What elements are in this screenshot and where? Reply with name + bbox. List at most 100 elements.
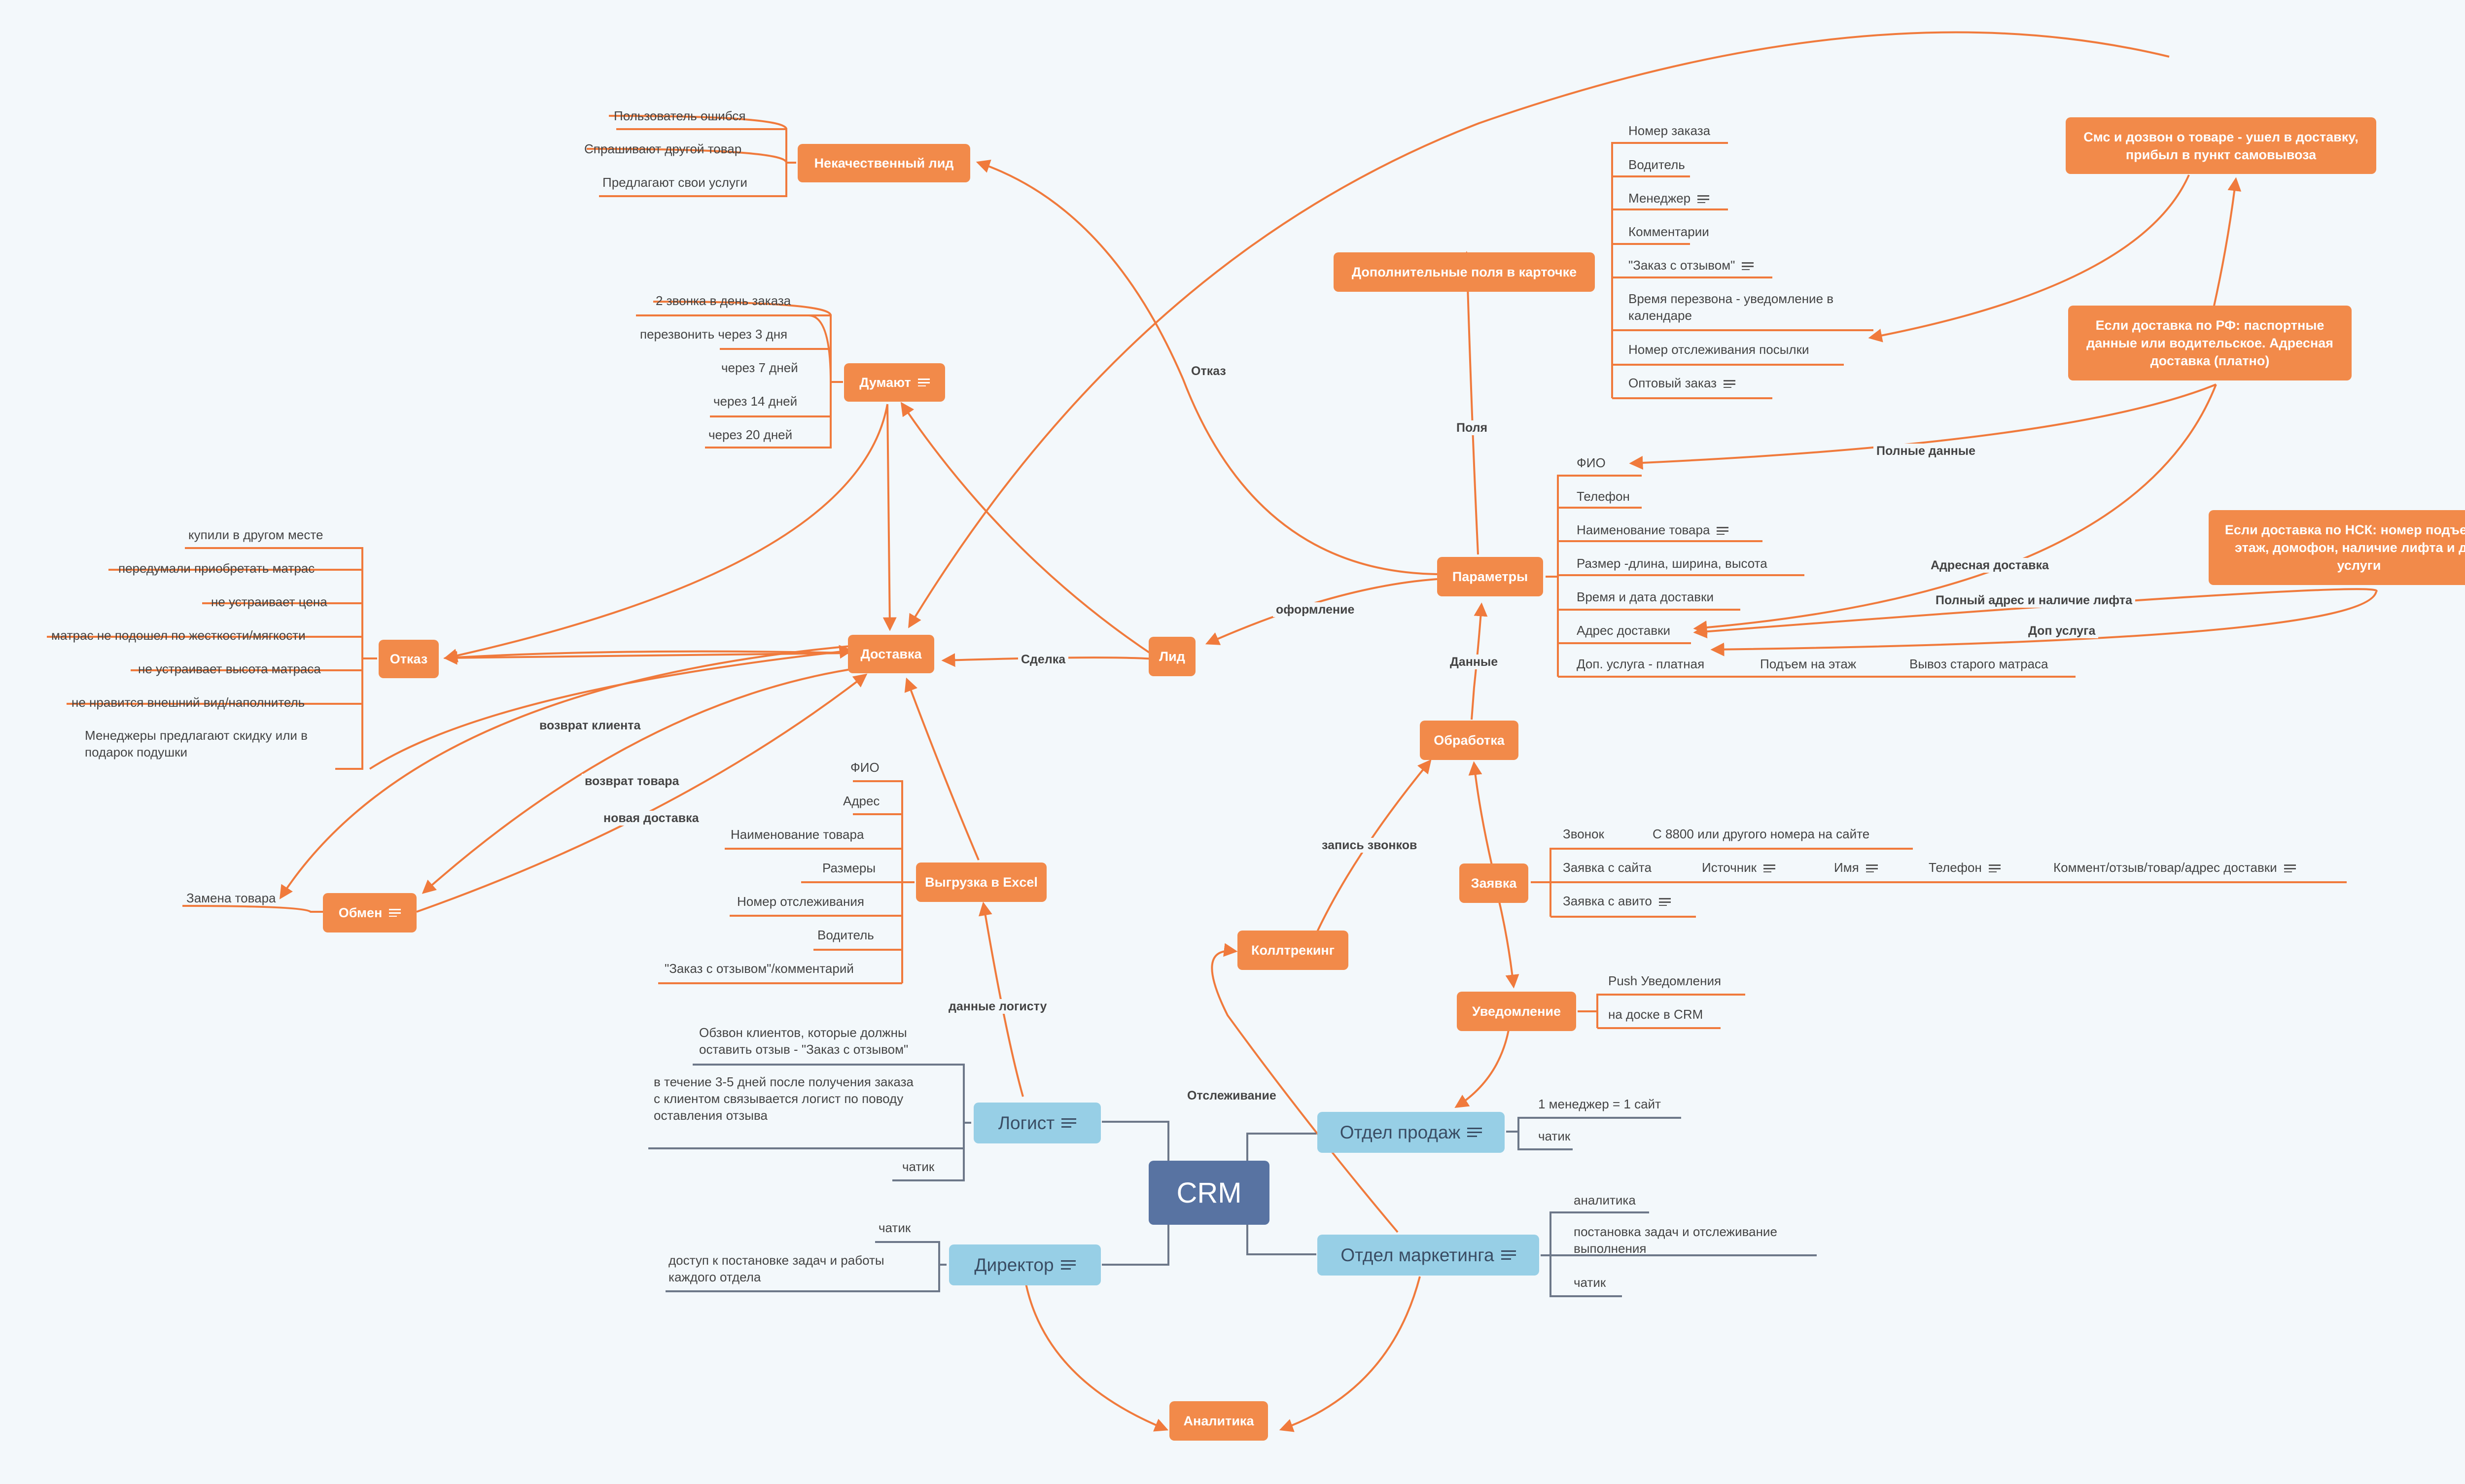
list-item: Вывоз старого матраса <box>1909 656 2048 671</box>
list-item: перезвонить через 3 дня <box>640 327 788 342</box>
request-label: Заявка <box>1471 875 1517 891</box>
list-item: через 20 дней <box>708 427 793 442</box>
refusal-label: Отказ <box>389 651 428 666</box>
node-refusal[interactable]: Отказ <box>379 640 439 678</box>
calltracking-label: Коллтрекинг <box>1251 942 1335 958</box>
notification-label: Уведомление <box>1472 1003 1561 1019</box>
note-icon <box>1988 864 2001 873</box>
root-node-crm[interactable]: CRM <box>1149 1161 1269 1225</box>
list-item: Обзвон клиентов, которые должны оставить… <box>699 1025 909 1057</box>
logist-label: Логист <box>998 1112 1055 1133</box>
delivery-label: Доставка <box>860 646 922 661</box>
list-item-text: "Заказ с отзывом" <box>1628 258 1735 273</box>
list-item: Спрашивают другой товар <box>584 141 742 156</box>
list-item: Наименование товара <box>731 827 864 842</box>
edge-label-fields: Поля <box>1453 420 1491 435</box>
note-icon <box>389 909 401 917</box>
list-item: Коммент/отзыв/товар/адрес доставки <box>2053 859 2296 876</box>
list-item: "Заказ с отзывом"/комментарий <box>665 961 854 976</box>
node-nsk-delivery[interactable]: Если доставка по НСК: номер подъезда, эт… <box>2209 510 2465 585</box>
list-item: ФИО <box>1577 455 1606 470</box>
list-item: Водитель <box>817 928 874 942</box>
list-item: Замена товара <box>186 891 276 905</box>
list-item: Номер заказа <box>1628 123 1711 138</box>
node-extra-fields[interactable]: Дополнительные поля в карточке <box>1334 252 1595 292</box>
list-item-text: Наименование товара <box>1577 522 1710 537</box>
note-icon <box>1467 1127 1482 1138</box>
list-item: в течение 3-5 дней после получения заказ… <box>654 1074 914 1123</box>
node-director[interactable]: Директор <box>949 1244 1101 1285</box>
list-item: Телефон <box>1577 489 1630 504</box>
list-item-text: Менеджер <box>1628 191 1691 206</box>
excel-label: Выгрузка в Excel <box>925 874 1038 890</box>
edge-label-refusal: Отказ <box>1188 364 1229 379</box>
sales-label: Отдел продаж <box>1339 1122 1461 1142</box>
list-item: Размер -длина, ширина, высота <box>1577 556 1767 571</box>
node-lead[interactable]: Лид <box>1149 637 1196 676</box>
note-icon <box>917 379 930 386</box>
rf-delivery-label: Если доставка по РФ: паспортные данные и… <box>2086 318 2333 368</box>
list-item: Подъем на этаж <box>1760 656 1857 671</box>
node-notification[interactable]: Уведомление <box>1457 992 1576 1031</box>
node-calltracking[interactable]: Коллтрекинг <box>1237 931 1348 970</box>
sms-call-label: Смс и дозвон о товаре - ушел в доставку,… <box>2083 129 2359 162</box>
edge-label-call-record: запись звонков <box>1319 838 1420 853</box>
list-item: Заявка с сайта <box>1563 860 1652 875</box>
node-exchange[interactable]: Обмен <box>323 893 417 932</box>
list-item: ФИО <box>850 760 880 775</box>
list-item-text: Оптовый заказ <box>1628 376 1717 390</box>
exchange-label: Обмен <box>338 905 383 920</box>
node-delivery[interactable]: Доставка <box>848 635 934 673</box>
list-item: не устраивает цена <box>211 594 327 609</box>
node-excel[interactable]: Выгрузка в Excel <box>916 863 1047 902</box>
edge-label-extra-service: Доп услуга <box>2025 623 2099 638</box>
edge-label-new-delivery: новая доставка <box>600 811 702 826</box>
note-icon <box>1717 527 1729 535</box>
list-item: через 7 дней <box>721 360 798 375</box>
node-request[interactable]: Заявка <box>1459 863 1528 903</box>
params-label: Параметры <box>1452 569 1528 584</box>
list-item: Комментарии <box>1628 224 1709 239</box>
node-params[interactable]: Параметры <box>1437 557 1543 596</box>
note-icon <box>1060 1260 1076 1270</box>
edge-label-client-return: возврат клиента <box>536 718 644 733</box>
list-item: Адрес доставки <box>1577 623 1671 638</box>
node-logist[interactable]: Логист <box>974 1103 1101 1143</box>
edge-label-logist-data: данные логисту <box>946 999 1050 1014</box>
note-icon <box>2284 864 2296 873</box>
list-item-text: Коммент/отзыв/товар/адрес доставки <box>2053 860 2277 875</box>
list-item: на доске в CRM <box>1608 1007 1703 1022</box>
list-item: Телефон <box>1929 859 2001 876</box>
node-analytics[interactable]: Аналитика <box>1169 1401 1268 1441</box>
note-icon <box>1697 195 1710 204</box>
analytics-label: Аналитика <box>1183 1413 1254 1428</box>
list-item: чатик <box>1574 1275 1606 1290</box>
list-item-text: Имя <box>1834 860 1859 875</box>
node-bad-lead[interactable]: Некачественный лид <box>798 144 970 182</box>
list-item: Заявка с авито <box>1563 893 1671 909</box>
edge-label-data: Данные <box>1447 655 1501 669</box>
edge-label-address-delivery: Адресная доставка <box>1928 558 2052 573</box>
list-item: чатик <box>1538 1129 1571 1143</box>
edge-label-goods-return: возврат товара <box>582 774 682 789</box>
bad-lead-label: Некачественный лид <box>814 155 954 171</box>
node-think[interactable]: Думают <box>844 363 945 402</box>
note-icon <box>1742 262 1754 271</box>
list-item: чатик <box>879 1220 911 1235</box>
list-item: Предлагают свои услуги <box>602 175 747 190</box>
node-sms-call[interactable]: Смс и дозвон о товаре - ушел в доставку,… <box>2066 117 2376 174</box>
node-marketing-dept[interactable]: Отдел маркетинга <box>1317 1235 1539 1276</box>
edge-label-tracking: Отслеживание <box>1184 1088 1279 1103</box>
list-item: 1 менеджер = 1 сайт <box>1538 1097 1661 1111</box>
director-label: Директор <box>974 1254 1054 1275</box>
lead-label: Лид <box>1159 649 1185 664</box>
node-rf-delivery[interactable]: Если доставка по РФ: паспортные данные и… <box>2068 306 2352 380</box>
nsk-delivery-label: Если доставка по НСК: номер подъезда, эт… <box>2224 522 2465 573</box>
node-sales-dept[interactable]: Отдел продаж <box>1317 1112 1505 1153</box>
node-processing[interactable]: Обработка <box>1420 721 1518 760</box>
list-item: Номер отслеживания <box>737 894 864 909</box>
list-item: через 14 дней <box>713 394 798 409</box>
list-item: матрас не подошел по жесткости/мягкости <box>51 628 306 643</box>
list-item: Источник <box>1702 859 1775 876</box>
list-item: Push Уведомления <box>1608 973 1722 988</box>
